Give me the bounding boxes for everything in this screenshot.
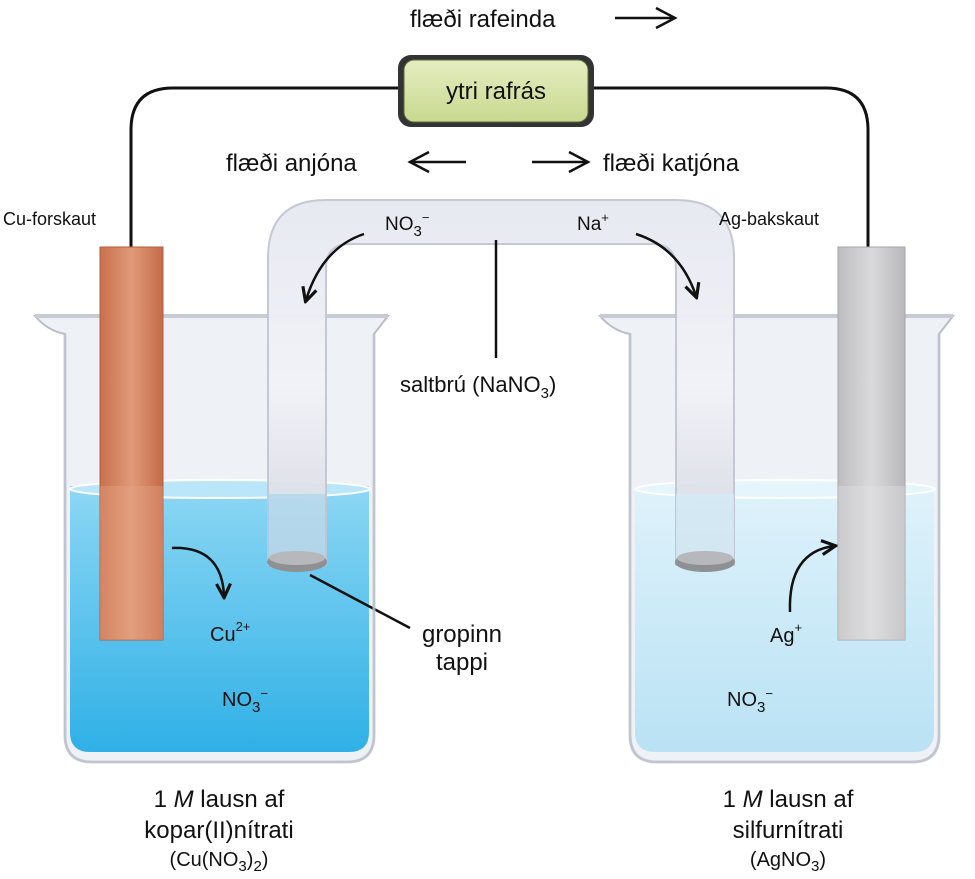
anode-label: Cu-forskaut [3,209,96,229]
nitrate-bridge-arrow [306,232,365,300]
right-nitrate-label: NO3− [727,686,773,716]
porous-plug-label-line2: tappi [436,649,488,676]
left-caption-formula: (Cu(NO3)2) [170,849,269,875]
porous-plug-leader [309,573,411,630]
external-circuit-label: ytri rafrás [446,78,546,105]
left-beaker-caption: 1 M lausn af kopar(II)nítrati (Cu(NO3)2) [144,786,293,875]
anion-flow-arrow [407,150,466,174]
bridge-nitrate-label: NO3− [385,210,429,240]
right-caption-line1: 1 M lausn af [723,786,854,813]
cation-flow-arrow [532,150,591,174]
ag-ion-arrow [788,546,834,613]
silver-electrode [837,246,906,641]
anion-flow-label: flæði anjóna [226,150,357,177]
porous-plug-label-line1: gropinn [422,621,502,648]
cu-ion-arrow [171,546,224,596]
bridge-sodium-label: Na+ [577,210,609,235]
cathode-label: Ag-bakskaut [719,209,819,229]
sodium-bridge-arrow [635,232,696,296]
circuit-wire [129,86,870,247]
salt-bridge [267,199,735,572]
left-beaker [32,314,391,763]
salt-bridge-label: saltbrú (NaNO3) [400,372,556,402]
left-nitrate-label: NO3− [222,686,268,716]
cation-flow-label: flæði katjóna [603,150,740,177]
cu-ion-label: Cu2+ [210,619,250,646]
external-circuit-box: ytri rafrás [398,55,594,127]
electron-flow-label: flæði rafeinda [410,6,556,33]
right-caption-formula: (AgNO3) [750,849,826,875]
right-caption-line2: silfurnítrati [733,817,844,844]
left-caption-line1: 1 M lausn af [154,786,285,813]
left-caption-line2: kopar(II)nítrati [144,817,293,844]
right-beaker-caption: 1 M lausn af silfurnítrati (AgNO3) [723,786,854,875]
electron-flow-arrow [615,6,678,30]
ag-ion-label: Ag+ [770,620,802,647]
copper-electrode [99,246,164,641]
